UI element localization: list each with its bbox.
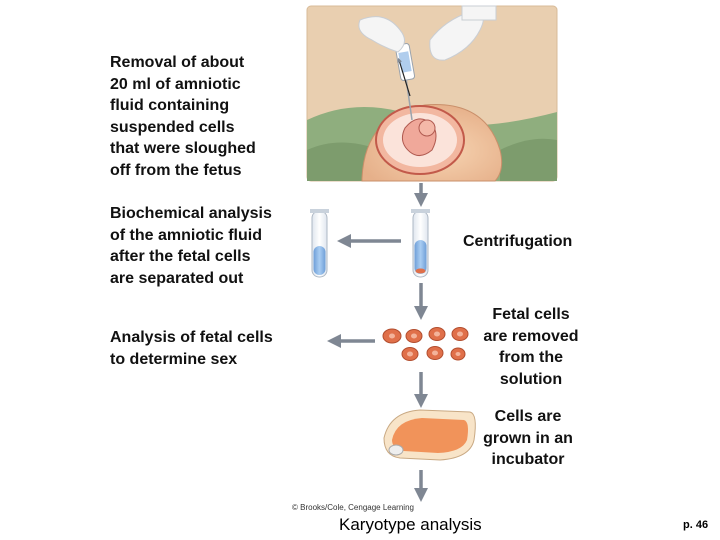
removal-label: Removal of about 20 ml of amniotic fluid…	[110, 54, 256, 179]
procedure-scene	[306, 5, 558, 182]
copyright-credit: © Brooks/Cole, Cengage Learning	[292, 503, 414, 512]
supernatant-tube	[310, 209, 329, 278]
sex-analysis-label: Analysis of fetal cells to determine sex	[110, 329, 273, 368]
karyotype-analysis-title: Karyotype analysis	[339, 515, 482, 534]
fetal-cells	[382, 327, 469, 361]
page-number: p. 46	[683, 519, 709, 531]
biochemical-analysis-label: Biochemical analysis of the amniotic flu…	[110, 205, 272, 287]
centrifuged-tube	[411, 209, 430, 278]
fetal-cells-removed-label: Fetal cells are removed from the solutio…	[483, 306, 579, 388]
incubator-label: Cells are grown in an incubator	[483, 408, 573, 469]
culture-flask	[383, 409, 476, 461]
centrifugation-label: Centrifugation	[463, 233, 573, 250]
